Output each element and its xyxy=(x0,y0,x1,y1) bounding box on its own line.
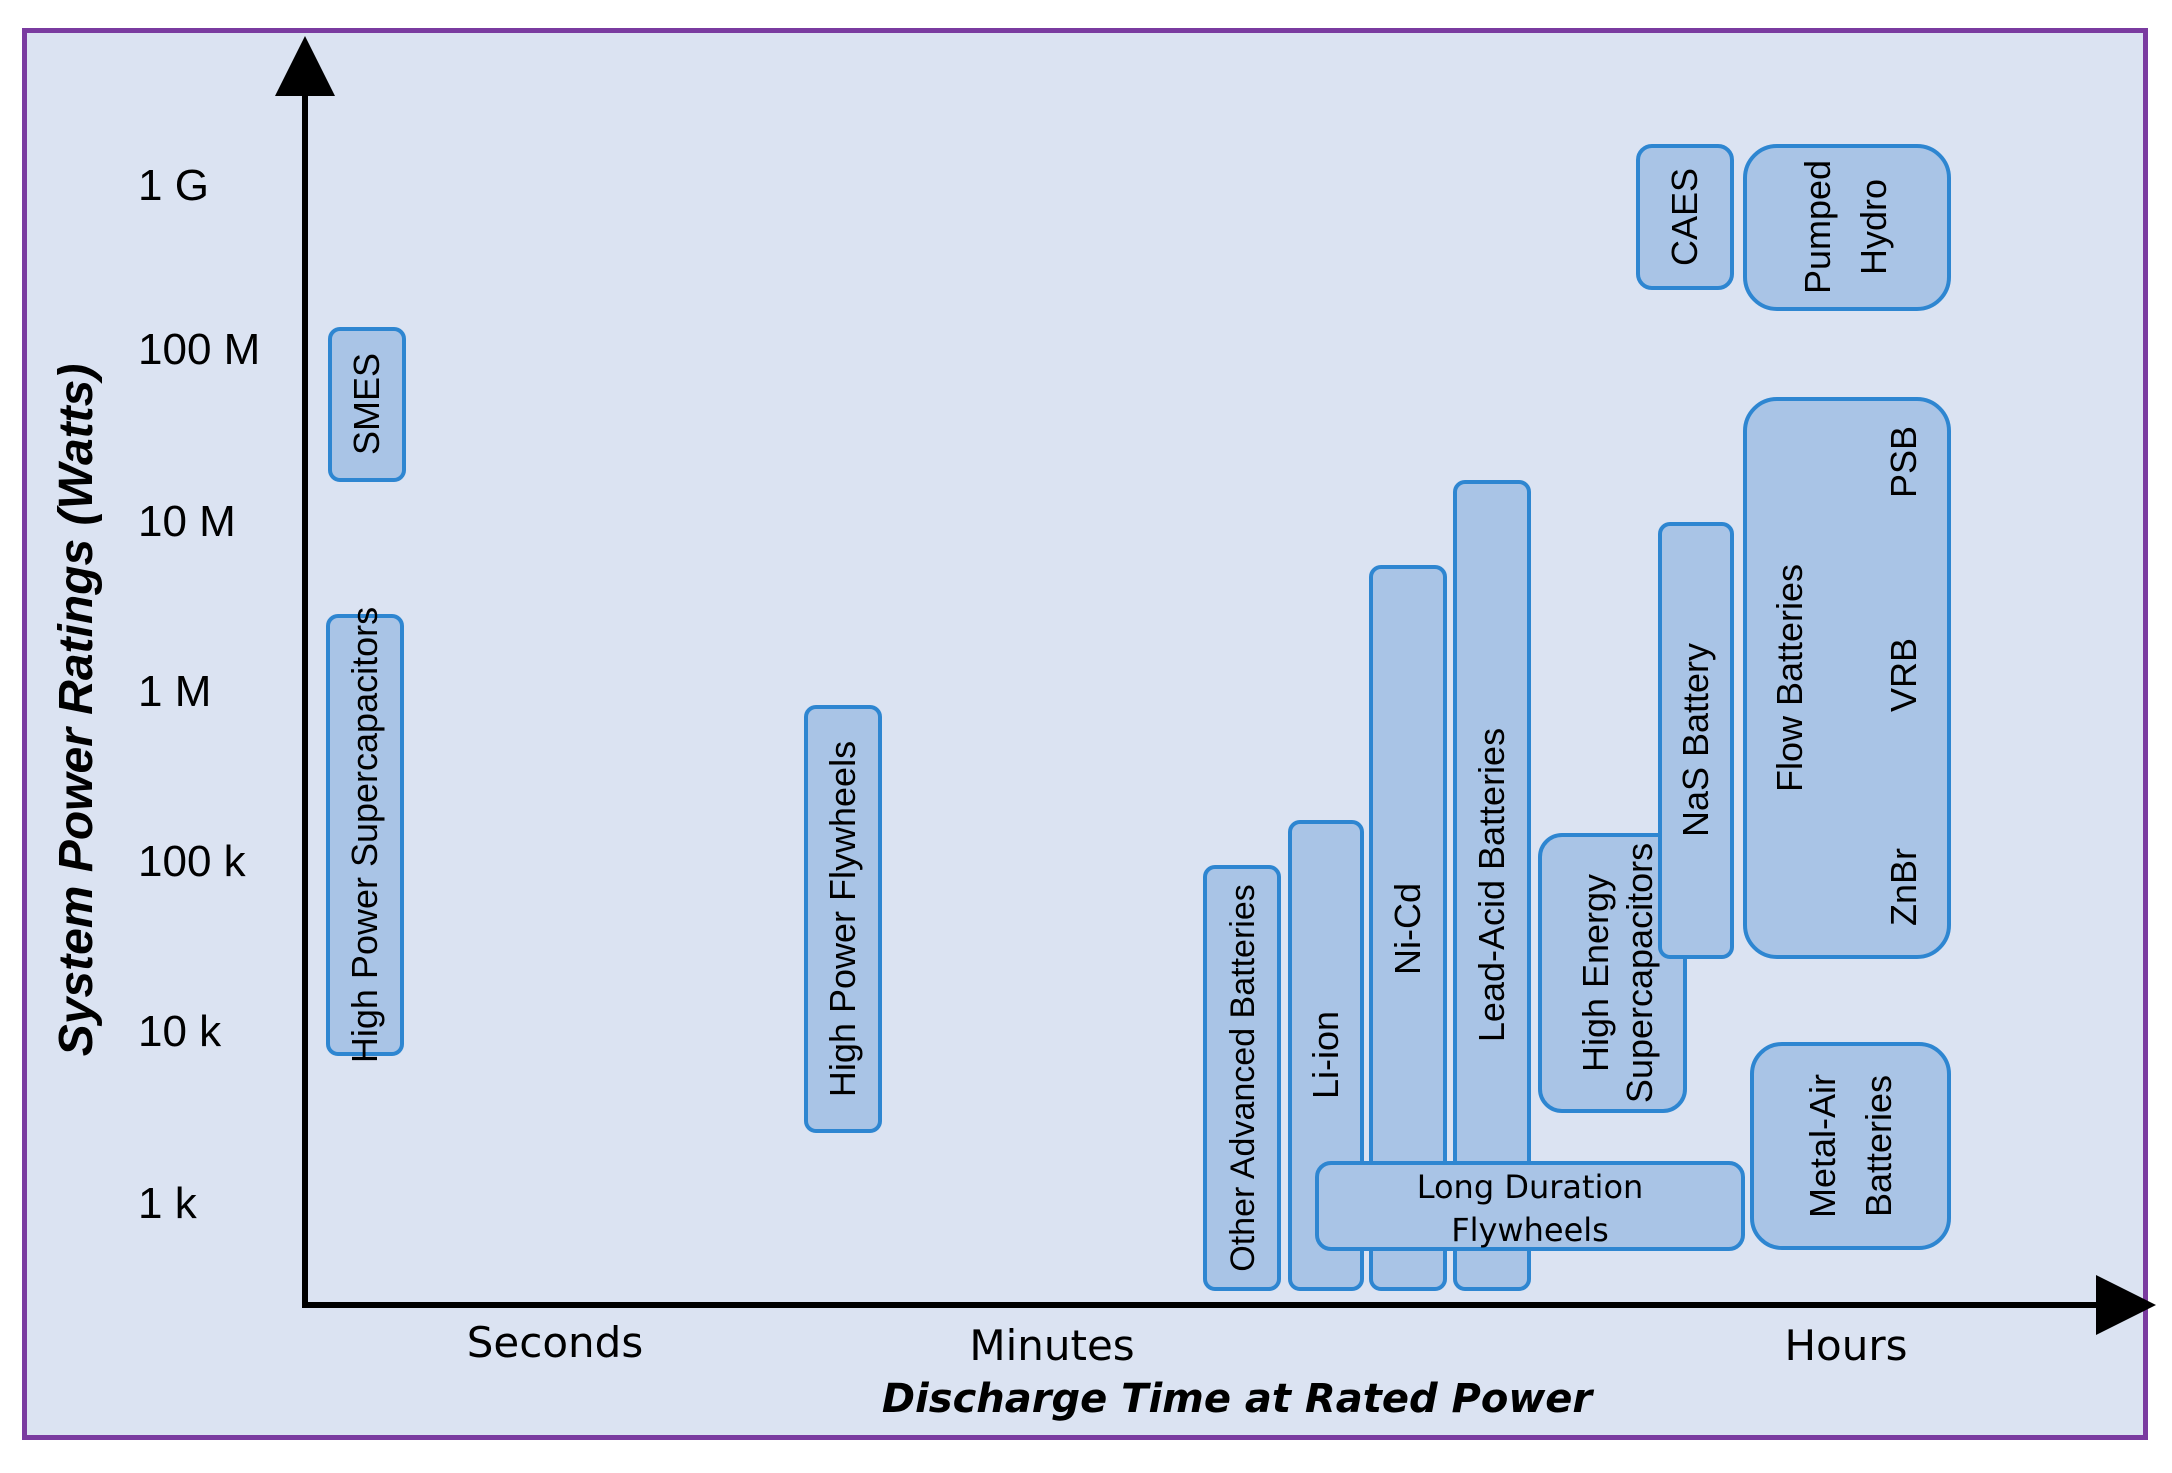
x-category-label: Minutes xyxy=(969,1321,1134,1370)
tech-box-ni-cd: Ni-Cd xyxy=(1369,565,1447,1291)
tech-box-nas-battery: NaS Battery xyxy=(1658,522,1734,959)
tech-label: Metal-Air xyxy=(1802,1074,1843,1218)
tech-box-high-power-flywheels: High Power Flywheels xyxy=(804,705,882,1133)
tech-label: Flywheels xyxy=(1451,1211,1609,1249)
tech-label: Flow Batteries xyxy=(1769,564,1810,792)
tech-label: NaS Battery xyxy=(1675,643,1716,837)
x-category-label: Hours xyxy=(1784,1321,1907,1370)
tech-label: High Power Flywheels xyxy=(822,741,863,1097)
tech-sublabel: ZnBr xyxy=(1883,848,1924,926)
tech-sublabel: PSB xyxy=(1883,426,1924,498)
tech-label: Other Advanced Batteries xyxy=(1224,884,1262,1271)
tech-box-metal-air-batteries: Metal-Air Batteries xyxy=(1750,1042,1951,1250)
tech-label: Ni-Cd xyxy=(1387,883,1428,975)
tech-box-smes: SMES xyxy=(328,327,406,482)
tech-box-caes: CAES xyxy=(1636,144,1734,290)
tech-label: Long Duration xyxy=(1417,1168,1644,1206)
tech-label: SMES xyxy=(346,353,387,455)
y-tick-label: 100 M xyxy=(138,325,260,374)
tech-label: Batteries xyxy=(1858,1075,1899,1217)
x-axis-title: Discharge Time at Rated Power xyxy=(882,1376,1595,1422)
tech-box-lead-acid-batteries: Lead-Acid Batteries xyxy=(1453,480,1531,1291)
tech-box-pumped-hydro: Pumped Hydro xyxy=(1743,144,1951,311)
tech-label: Supercapacitors xyxy=(1619,843,1660,1103)
x-category-label: Seconds xyxy=(467,1318,643,1367)
y-tick-label: 10 k xyxy=(138,1007,222,1056)
y-tick-label: 100 k xyxy=(138,837,247,886)
tech-label: High Power Supercapacitors xyxy=(344,607,385,1063)
tech-label: Li-ion xyxy=(1305,1011,1346,1099)
y-tick-label: 1 M xyxy=(138,667,211,716)
tech-label: Lead-Acid Batteries xyxy=(1471,728,1512,1042)
y-tick-label: 1 k xyxy=(138,1179,198,1228)
tech-box-high-energy-supercapacitors: High Energy Supercapacitors xyxy=(1538,833,1687,1113)
y-tick-label: 10 M xyxy=(138,497,236,546)
tech-box-flow-batteries: Flow Batteries PSB VRB ZnBr xyxy=(1743,397,1951,959)
tech-label: Pumped xyxy=(1797,160,1838,294)
tech-sublabel: VRB xyxy=(1883,638,1924,712)
tech-label: Hydro xyxy=(1853,179,1894,275)
tech-box-long-duration-flywheels: Long Duration Flywheels xyxy=(1315,1161,1745,1251)
tech-box-high-power-supercapacitors: High Power Supercapacitors xyxy=(326,607,404,1063)
y-tick-label: 1 G xyxy=(138,161,209,210)
tech-box-other-advanced-batteries: Other Advanced Batteries xyxy=(1203,865,1281,1291)
tech-label: High Energy xyxy=(1575,874,1616,1072)
tech-label: CAES xyxy=(1664,168,1705,266)
y-axis-title: System Power Ratings (Watts) xyxy=(50,364,103,1057)
